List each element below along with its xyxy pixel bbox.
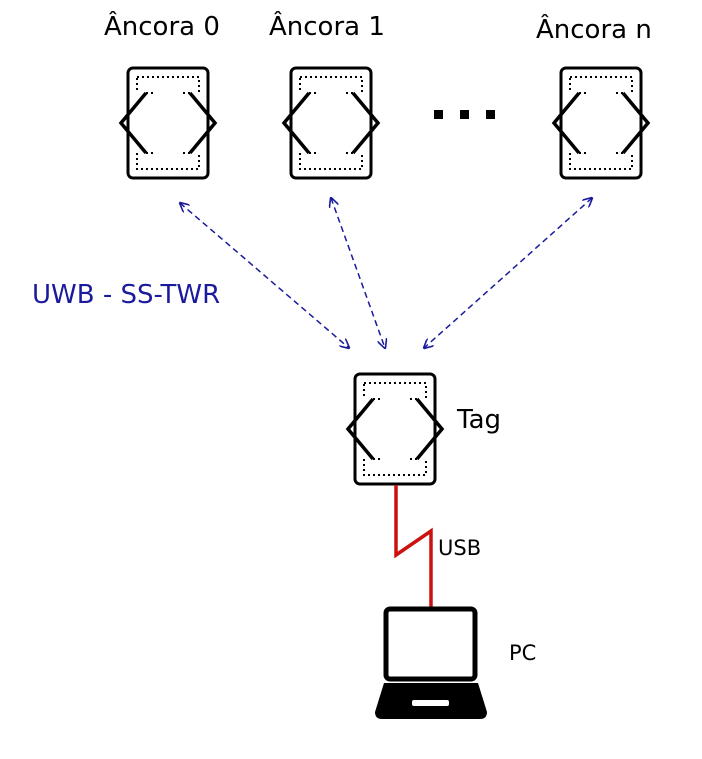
usb-label: USB: [438, 536, 482, 560]
uwb-links: [180, 198, 592, 348]
laptop-icon: [375, 606, 487, 719]
anchor-1-label: Âncora 1: [269, 12, 385, 42]
pc-label: PC: [509, 641, 537, 665]
anchor-0-device: [119, 66, 217, 180]
link-anchor-1: [331, 198, 385, 348]
tag-device: [346, 372, 444, 486]
link-anchor-n: [424, 198, 592, 348]
anchor-0-label: Âncora 0: [104, 12, 220, 42]
ellipsis-dots: [434, 110, 495, 119]
usb-cable: [394, 485, 433, 608]
tag-label: Tag: [457, 405, 502, 435]
anchor-n-device: [552, 66, 650, 180]
anchor-1-device: [282, 66, 380, 180]
link-anchor-0: [180, 203, 349, 348]
anchor-n-label: Âncora n: [536, 15, 652, 45]
